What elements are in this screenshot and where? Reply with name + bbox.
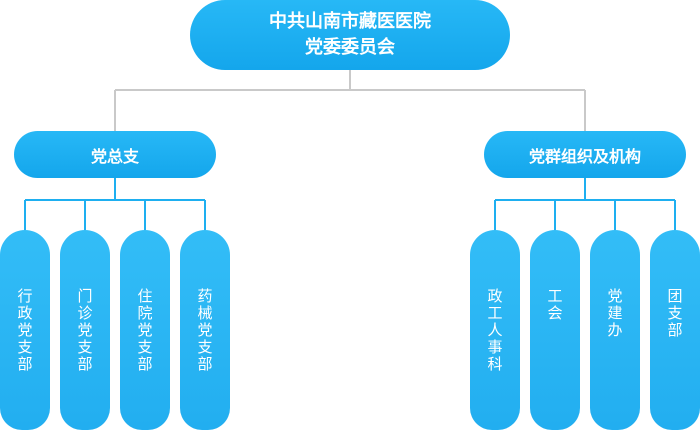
leaf-node-labor-union: 工会 (530, 230, 580, 430)
party-general-branch-node: 党总支 (14, 131, 216, 178)
leaf-label: 行政党支部 (15, 288, 34, 373)
mass-organizations-label: 党群组织及机构 (528, 146, 641, 166)
leaf-node-outpatient-branch: 门诊党支部 (60, 230, 110, 430)
leaf-label: 团支部 (665, 288, 684, 339)
leaf-label: 政工人事科 (485, 288, 504, 373)
leaf-node-admin-branch: 行政党支部 (0, 230, 50, 430)
leaf-node-party-building-office: 党建办 (590, 230, 640, 430)
leaf-node-inpatient-branch: 住院党支部 (120, 230, 170, 430)
leaf-label: 住院党支部 (135, 288, 154, 373)
mass-organizations-node: 党群组织及机构 (484, 131, 686, 178)
leaf-label: 药械党支部 (195, 288, 214, 373)
root-title-line2: 党委委员会 (305, 37, 395, 58)
leaf-node-youth-league-branch: 团支部 (650, 230, 700, 430)
root-node-party-committee: 中共山南市藏医医院 党委委员会 (190, 0, 510, 70)
root-title-line1: 中共山南市藏医医院 (269, 11, 431, 32)
leaf-label: 工会 (545, 288, 564, 322)
leaf-label: 门诊党支部 (75, 288, 94, 373)
party-general-branch-label: 党总支 (90, 146, 139, 166)
leaf-node-pharmacy-branch: 药械党支部 (180, 230, 230, 430)
leaf-label: 党建办 (605, 288, 624, 339)
leaf-node-personnel-section: 政工人事科 (470, 230, 520, 430)
